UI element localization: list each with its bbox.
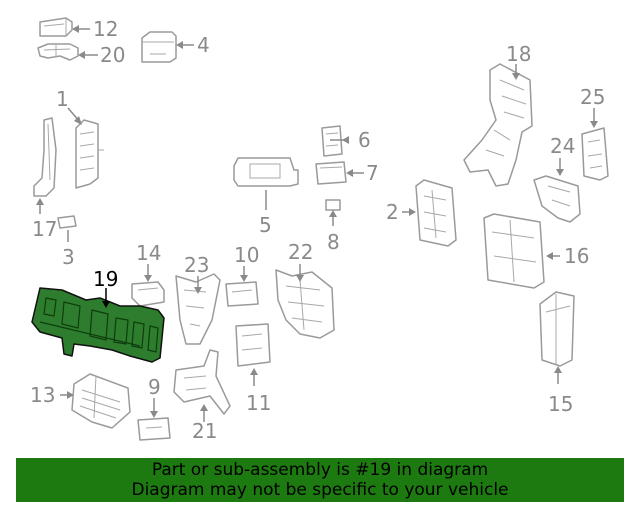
part-20[interactable]: 20 xyxy=(37,43,125,67)
callout-2[interactable]: 2 xyxy=(386,200,399,224)
callout-21[interactable]: 21 xyxy=(192,419,217,443)
banner-line-2: Diagram may not be specific to your vehi… xyxy=(131,480,509,500)
callout-8[interactable]: 8 xyxy=(327,230,340,254)
callout-14[interactable]: 14 xyxy=(136,241,161,265)
banner-line-1: Part or sub-assembly is #19 in diagram xyxy=(151,460,489,480)
callout-22[interactable]: 22 xyxy=(288,240,313,264)
callout-3[interactable]: 3 xyxy=(62,245,75,269)
callout-18[interactable]: 18 xyxy=(506,42,531,66)
part-4[interactable]: 4 xyxy=(141,31,210,63)
callout-13[interactable]: 13 xyxy=(30,383,55,407)
part-6[interactable]: 6 xyxy=(321,125,371,157)
part-8[interactable]: 8 xyxy=(325,199,341,254)
part-14[interactable]: 14 xyxy=(131,241,165,307)
part-13[interactable]: 13 xyxy=(30,373,131,429)
callout-17[interactable]: 17 xyxy=(32,217,57,241)
part-25[interactable]: 25 xyxy=(580,85,609,181)
callout-19[interactable]: 19 xyxy=(93,267,118,291)
part-24[interactable]: 24 xyxy=(533,134,581,223)
callout-20[interactable]: 20 xyxy=(100,43,125,67)
callout-16[interactable]: 16 xyxy=(564,244,589,268)
callout-5[interactable]: 5 xyxy=(259,213,272,237)
callout-25[interactable]: 25 xyxy=(580,85,605,109)
callout-4[interactable]: 4 xyxy=(197,33,210,57)
callout-11[interactable]: 11 xyxy=(246,391,271,415)
part-11[interactable]: 11 xyxy=(235,323,271,415)
callout-1[interactable]: 1 xyxy=(56,87,69,111)
part-2[interactable]: 2 xyxy=(386,179,457,247)
callout-24[interactable]: 24 xyxy=(550,134,575,158)
part-15[interactable]: 15 xyxy=(539,291,575,416)
part-18[interactable]: 18 xyxy=(463,42,533,187)
part-22[interactable]: 22 xyxy=(275,240,335,339)
callout-7[interactable]: 7 xyxy=(366,161,379,185)
part-19[interactable]: 19 xyxy=(31,267,165,363)
part-21[interactable]: 21 xyxy=(173,349,231,443)
callout-10[interactable]: 10 xyxy=(234,243,259,267)
part-1[interactable]: 1 xyxy=(56,87,104,189)
part-3[interactable]: 3 xyxy=(57,215,77,269)
callout-23[interactable]: 23 xyxy=(184,253,209,277)
part-9[interactable]: 9 xyxy=(137,375,171,441)
parts-diagram: 12 20 4 1 17 3 5 xyxy=(30,17,609,443)
part-12[interactable]: 12 xyxy=(39,17,118,41)
part-16[interactable]: 16 xyxy=(483,213,589,289)
callout-6[interactable]: 6 xyxy=(358,128,371,152)
callout-9[interactable]: 9 xyxy=(148,375,161,399)
notice-banner: Part or sub-assembly is #19 in diagram D… xyxy=(16,458,624,502)
part-17[interactable]: 17 xyxy=(32,117,57,241)
part-23[interactable]: 23 xyxy=(175,253,221,345)
part-7[interactable]: 7 xyxy=(315,161,379,185)
part-10[interactable]: 10 xyxy=(225,243,259,307)
part-5[interactable]: 5 xyxy=(233,157,299,237)
callout-15[interactable]: 15 xyxy=(548,392,573,416)
callout-12[interactable]: 12 xyxy=(93,17,118,41)
